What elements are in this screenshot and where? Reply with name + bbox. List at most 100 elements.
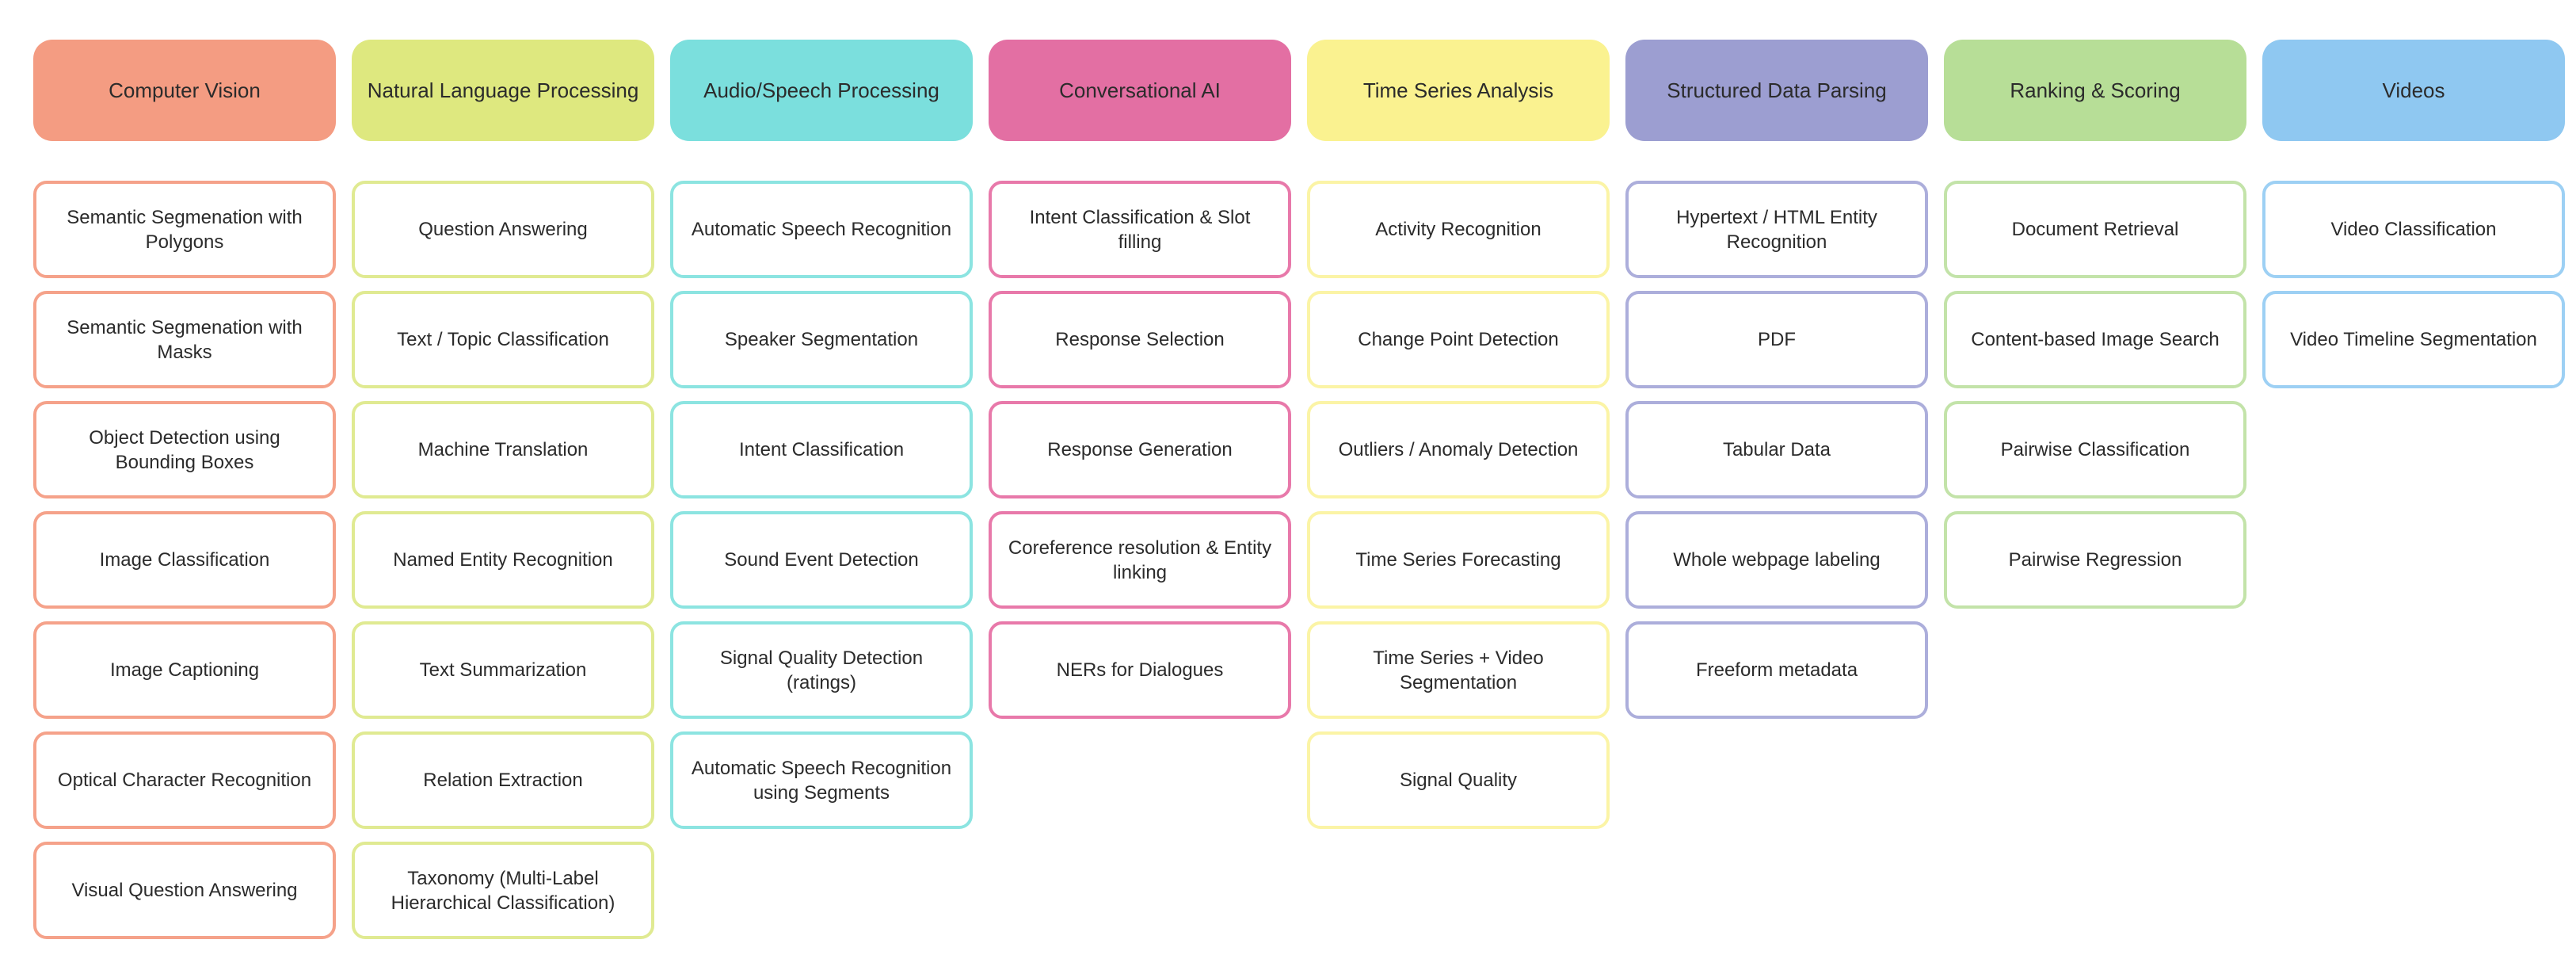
task-card: Taxonomy (Multi-Label Hierarchical Class… <box>352 842 654 939</box>
category-card-list: Intent Classification & Slot filling Res… <box>989 181 1291 731</box>
task-card: NERs for Dialogues <box>989 621 1291 719</box>
category-header: Computer Vision <box>33 40 336 141</box>
task-label: Signal Quality <box>1399 770 1518 791</box>
task-card: Sound Event Detection <box>670 511 973 609</box>
task-card: Content-based Image Search <box>1944 291 2246 388</box>
task-card: Document Retrieval <box>1944 181 2246 278</box>
task-card: Pairwise Regression <box>1944 511 2246 609</box>
task-category-board: Computer Vision Semantic Segmenation wit… <box>33 40 2565 952</box>
task-label: Content-based Image Search <box>1971 329 2220 350</box>
category-card-list: Hypertext / HTML Entity Recognition PDF … <box>1625 181 1928 731</box>
task-card: Coreference resolution & Entity linking <box>989 511 1291 609</box>
task-card: Video Timeline Segmentation <box>2262 291 2565 388</box>
task-label: Semantic Segmenation with Masks <box>67 316 303 363</box>
task-label: Visual Question Answering <box>71 880 298 901</box>
category-column-3: Audio/Speech Processing Automatic Speech… <box>670 40 973 952</box>
category-column-8: Videos Video Classification Video Timeli… <box>2262 40 2565 952</box>
task-label: Freeform metadata <box>1695 659 1858 681</box>
task-label: Speaker Segmentation <box>724 329 919 350</box>
task-card: Semantic Segmenation with Polygons <box>33 181 336 278</box>
task-card: Intent Classification & Slot filling <box>989 181 1291 278</box>
task-label: Semantic Segmenation with Polygons <box>67 206 303 253</box>
category-card-list: Document Retrieval Content-based Image S… <box>1944 181 2246 621</box>
task-card: Outliers / Anomaly Detection <box>1307 401 1610 498</box>
task-card: Text Summarization <box>352 621 654 719</box>
task-label: Optical Character Recognition <box>57 770 312 791</box>
category-column-1: Computer Vision Semantic Segmenation wit… <box>33 40 336 952</box>
task-label: Object Detection using Bounding Boxes <box>89 426 280 473</box>
category-column-7: Ranking & Scoring Document Retrieval Con… <box>1944 40 2246 952</box>
task-card: Semantic Segmenation with Masks <box>33 291 336 388</box>
task-card: Time Series Forecasting <box>1307 511 1610 609</box>
category-title: Computer Vision <box>109 78 261 102</box>
task-label: Relation Extraction <box>423 770 583 791</box>
task-label: Text Summarization <box>419 659 587 681</box>
task-card: Relation Extraction <box>352 731 654 829</box>
task-label: Pairwise Classification <box>2000 439 2190 460</box>
task-card: Pairwise Classification <box>1944 401 2246 498</box>
task-label: Activity Recognition <box>1375 219 1541 240</box>
task-label: Whole webpage labeling <box>1673 549 1881 571</box>
task-label: Image Classification <box>99 549 270 571</box>
category-header: Videos <box>2262 40 2565 141</box>
category-header: Structured Data Parsing <box>1625 40 1928 141</box>
task-label: Time Series + Video Segmentation <box>1373 647 1544 693</box>
task-label: Automatic Speech Recognition <box>691 219 952 240</box>
task-card: Freeform metadata <box>1625 621 1928 719</box>
task-card: Text / Topic Classification <box>352 291 654 388</box>
task-card: PDF <box>1625 291 1928 388</box>
category-title: Ranking & Scoring <box>2010 78 2181 102</box>
task-card: Response Generation <box>989 401 1291 498</box>
category-card-list: Video Classification Video Timeline Segm… <box>2262 181 2565 401</box>
task-label: Question Answering <box>418 219 588 240</box>
task-card: Video Classification <box>2262 181 2565 278</box>
task-label: Intent Classification <box>738 439 905 460</box>
task-card: Image Captioning <box>33 621 336 719</box>
category-title: Audio/Speech Processing <box>703 78 939 102</box>
task-label: Text / Topic Classification <box>397 329 609 350</box>
category-title: Conversational AI <box>1059 78 1221 102</box>
category-column-5: Time Series Analysis Activity Recognitio… <box>1307 40 1610 952</box>
task-card: Tabular Data <box>1625 401 1928 498</box>
task-label: Named Entity Recognition <box>393 549 613 571</box>
category-title: Natural Language Processing <box>367 78 639 102</box>
task-label: Coreference resolution & Entity linking <box>1008 537 1272 583</box>
task-card: Automatic Speech Recognition <box>670 181 973 278</box>
task-label: Pairwise Regression <box>2008 549 2182 571</box>
task-label: Response Selection <box>1055 329 1225 350</box>
task-card: Visual Question Answering <box>33 842 336 939</box>
task-label: NERs for Dialogues <box>1056 659 1224 681</box>
task-card: Speaker Segmentation <box>670 291 973 388</box>
category-card-list: Semantic Segmenation with Polygons Seman… <box>33 181 336 952</box>
task-label: Document Retrieval <box>2011 219 2179 240</box>
category-header: Natural Language Processing <box>352 40 654 141</box>
task-label: Response Generation <box>1047 439 1233 460</box>
task-card: Question Answering <box>352 181 654 278</box>
task-label: Time Series Forecasting <box>1355 549 1561 571</box>
task-card: Named Entity Recognition <box>352 511 654 609</box>
category-header: Audio/Speech Processing <box>670 40 973 141</box>
category-header: Ranking & Scoring <box>1944 40 2246 141</box>
task-label: Machine Translation <box>417 439 589 460</box>
category-card-list: Activity Recognition Change Point Detect… <box>1307 181 1610 842</box>
category-card-list: Automatic Speech Recognition Speaker Seg… <box>670 181 973 842</box>
task-card: Intent Classification <box>670 401 973 498</box>
task-label: Image Captioning <box>109 659 260 681</box>
task-label: Video Timeline Segmentation <box>2290 329 2537 350</box>
task-card: Signal Quality Detection (ratings) <box>670 621 973 719</box>
task-label: Sound Event Detection <box>724 549 919 571</box>
task-card: Response Selection <box>989 291 1291 388</box>
task-label: Tabular Data <box>1722 439 1831 460</box>
task-card: Object Detection using Bounding Boxes <box>33 401 336 498</box>
task-card: Image Classification <box>33 511 336 609</box>
category-title: Time Series Analysis <box>1362 78 1554 102</box>
task-card: Signal Quality <box>1307 731 1610 829</box>
task-label: Outliers / Anomaly Detection <box>1338 439 1579 460</box>
task-label: Signal Quality Detection (ratings) <box>719 647 924 693</box>
category-column-2: Natural Language Processing Question Ans… <box>352 40 654 952</box>
task-label: Intent Classification & Slot filling <box>1029 206 1251 253</box>
task-label: Taxonomy (Multi-Label Hierarchical Class… <box>391 867 615 914</box>
task-label: Change Point Detection <box>1358 329 1559 350</box>
task-card: Machine Translation <box>352 401 654 498</box>
task-label: Automatic Speech Recognition using Segme… <box>691 757 952 804</box>
